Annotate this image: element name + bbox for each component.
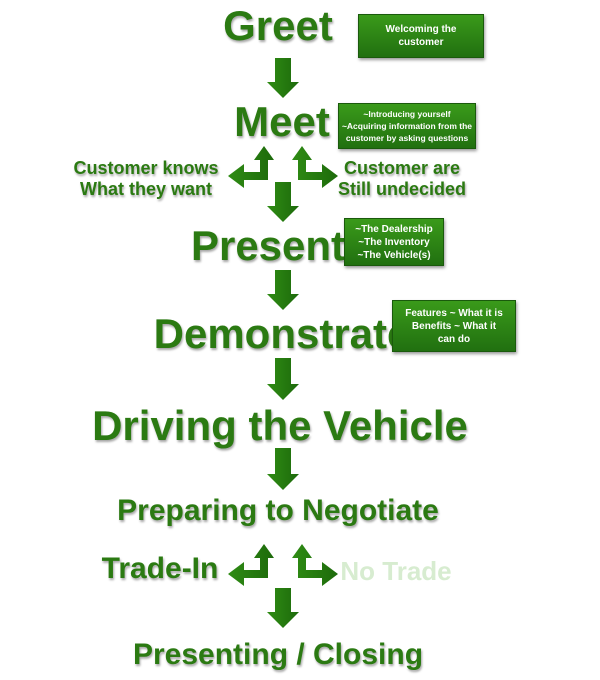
step-present: Present xyxy=(190,222,346,269)
branch-trade-in: Trade-In xyxy=(101,552,219,585)
step-demonstrate: Demonstrate xyxy=(153,310,411,357)
branch-no-trade: No Trade xyxy=(340,556,452,586)
note-present-line: ~The Inventory xyxy=(358,236,430,248)
down-arrow-icon xyxy=(267,588,299,628)
note-greet: Welcoming the customer xyxy=(358,14,484,58)
note-demonstrate: Features ~ What it is Benefits ~ What it… xyxy=(392,300,516,352)
branch-customer-knows: Customer knows What they want xyxy=(73,158,218,200)
down-arrow-icon xyxy=(267,58,299,98)
note-meet-line: ~Introducing yourself xyxy=(363,109,451,119)
note-demonstrate-line: can do xyxy=(437,333,471,345)
note-demonstrate-line: Benefits ~ What it xyxy=(411,320,497,332)
down-arrow-icon xyxy=(267,270,299,310)
note-greet-line: Welcoming the xyxy=(385,24,457,35)
down-arrow-icon xyxy=(267,182,299,222)
down-arrow-icon xyxy=(267,448,299,490)
step-preparing-to-negotiate: Preparing to Negotiate xyxy=(117,494,439,527)
note-demonstrate-line: Features ~ What it is xyxy=(405,307,503,319)
branch-customer-knows-line1: Customer knows xyxy=(73,158,219,178)
branch-customer-undecided: Customer are Still undecided xyxy=(338,158,466,200)
branch-right-arrow-icon xyxy=(292,544,338,586)
note-present-line: ~The Dealership xyxy=(355,223,433,235)
note-present-line: ~The Vehicle(s) xyxy=(357,249,431,261)
down-arrow-icon xyxy=(267,358,299,400)
branch-customer-knows-line2: What they want xyxy=(79,179,212,199)
note-meet-line: ~Acquiring information from the xyxy=(341,121,473,131)
note-greet-line: customer xyxy=(398,37,444,48)
step-greet: Greet xyxy=(223,2,333,49)
branch-right-arrow-icon xyxy=(292,146,338,188)
branch-customer-undecided-line2: Still undecided xyxy=(337,179,467,199)
step-driving-the-vehicle: Driving the Vehicle xyxy=(92,402,468,449)
note-meet-line: customer by asking questions xyxy=(345,133,469,143)
branch-customer-undecided-line1: Customer are xyxy=(343,158,461,178)
note-meet: ~Introducing yourself ~Acquiring informa… xyxy=(338,103,476,149)
branch-left-arrow-icon xyxy=(228,146,274,188)
note-present: ~The Dealership ~The Inventory ~The Vehi… xyxy=(344,218,444,266)
step-presenting-closing: Presenting / Closing xyxy=(132,638,424,671)
branch-left-arrow-icon xyxy=(228,544,274,586)
step-meet: Meet xyxy=(234,98,330,145)
